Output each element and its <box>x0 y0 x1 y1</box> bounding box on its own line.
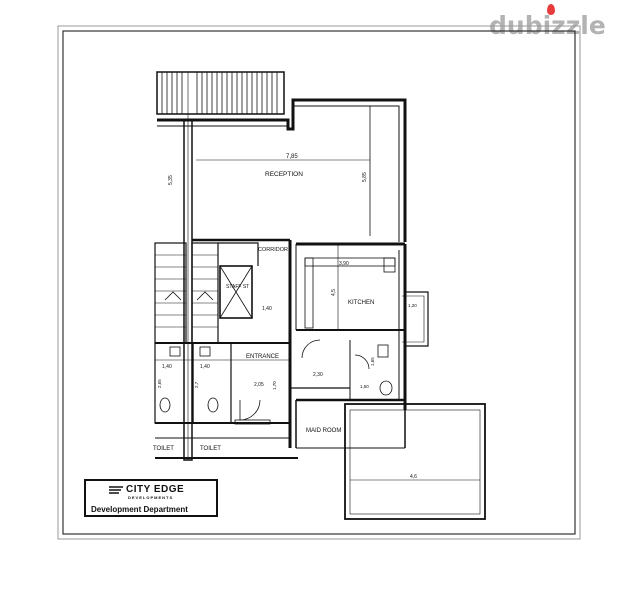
dim-toilet-left-width: 1,40 <box>162 364 172 370</box>
dim-kitchen-height: 4,5 <box>331 289 337 296</box>
department-name: Development Department <box>91 505 188 514</box>
dim-maid-bath-height: 1,65 <box>370 357 375 366</box>
label-reception: RECEPTION <box>265 171 303 178</box>
dim-toilet-right-height: 2,7 <box>194 381 199 388</box>
dim-toilet-right-width: 1,40 <box>200 364 210 370</box>
label-corridor: CORRIDOR <box>258 247 288 253</box>
inner-frame <box>62 30 576 535</box>
outer-frame <box>57 25 581 540</box>
balcony-railing <box>156 71 285 115</box>
label-kitchen: KITCHEN <box>348 300 374 306</box>
dim-toilet-left-height: 2,65 <box>157 379 162 388</box>
dim-terrace-width: 4,6 <box>410 474 417 480</box>
label-entrance: ENTRANCE <box>246 354 279 360</box>
dim-entrance-width: 2,05 <box>254 382 264 388</box>
dim-reception-width: 7,85 <box>286 154 298 160</box>
dim-reception-right: 5,85 <box>362 172 368 182</box>
city-edge-logo-icon <box>109 486 123 494</box>
label-staff: STAFF ST <box>226 284 249 290</box>
brand-name: CITY EDGE <box>126 484 185 495</box>
dim-kitchen-width: 3,90 <box>339 261 349 267</box>
dim-entrance-side: 1,70 <box>272 381 277 390</box>
developer-logo-box: CITY EDGE DEVELOPMENTS Development Depar… <box>84 479 218 517</box>
wall-group <box>154 71 486 520</box>
flame-icon <box>547 4 555 15</box>
dim-reception-left: 5,35 <box>168 175 174 185</box>
label-toilet-2: TOILET <box>200 446 221 452</box>
dim-maid-bath-width: 1,50 <box>360 384 369 389</box>
dim-maid-width: 2,30 <box>313 372 323 378</box>
dim-staircase-landing: 1,40 <box>262 306 272 312</box>
brand-subtitle: DEVELOPMENTS <box>128 495 174 500</box>
dim-kitchen-side: 1,20 <box>408 303 417 308</box>
label-toilet-1: TOILET <box>153 446 174 452</box>
label-maid-room: MAID ROOM <box>306 428 341 434</box>
